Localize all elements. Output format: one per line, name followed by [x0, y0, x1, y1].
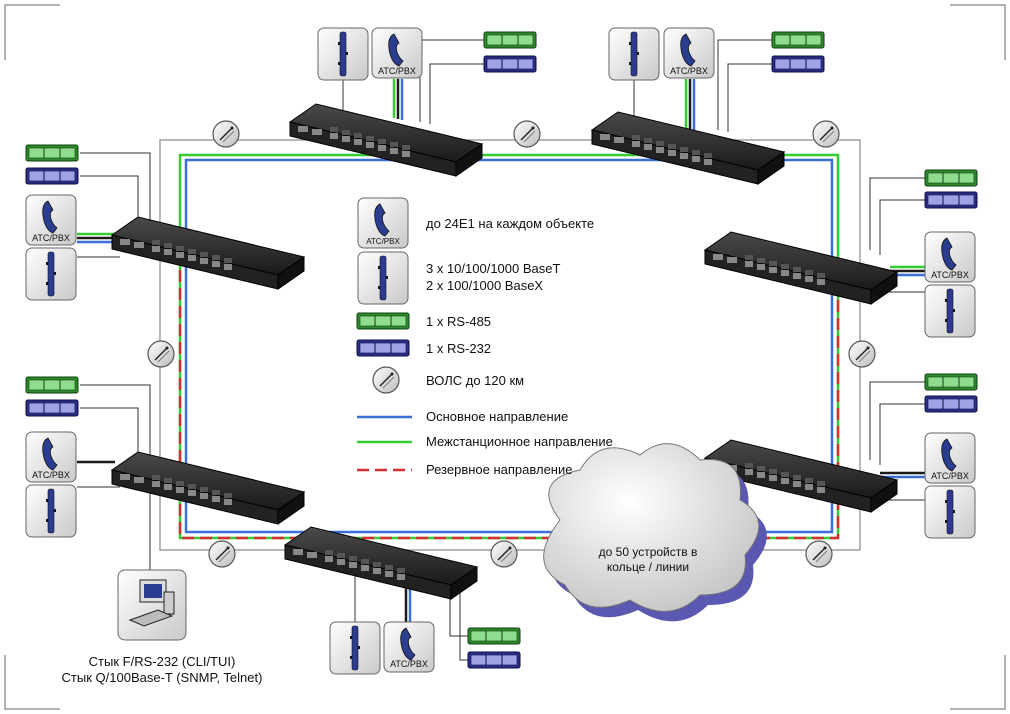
cloud-label-line1: до 50 устройств в [599, 545, 698, 559]
peripherals-right-lower: АТС/PBX [924, 373, 978, 539]
legend-main: Основное направление [426, 409, 568, 424]
fiber-spool-icon [513, 120, 541, 148]
ethernet-port-icon [924, 485, 976, 539]
fiber-spool-icon [372, 366, 400, 394]
switches [111, 103, 898, 600]
rs232-port-icon [924, 191, 978, 209]
fiber-spool-icon [212, 120, 240, 148]
cloud: до 50 устройств в кольце / линии [543, 443, 767, 622]
pbx-label: АТС/PBX [670, 66, 708, 76]
cloud-label-line2: кольце / линии [607, 560, 689, 574]
ring-main-direction [184, 158, 834, 534]
rs485-port-icon [483, 31, 537, 49]
rs485-port-icon [356, 312, 410, 330]
fiber-spool-icon [805, 540, 833, 568]
legend: АТС/PBX до 24E1 на каждом объекте 3 х 10… [356, 197, 613, 477]
management-line1: Стык F/RS-232 (CLI/TUI) [89, 654, 236, 669]
pbx-label: АТС/PBX [378, 66, 416, 76]
network-switch [111, 451, 305, 525]
rs232-port-icon [924, 395, 978, 413]
ethernet-port-icon [608, 27, 660, 81]
rs232-port-icon [25, 399, 79, 417]
pbx-label: АТС/PBX [366, 237, 400, 246]
ring-reserve-direction [178, 270, 840, 540]
network-switch [591, 111, 785, 185]
legend-eth-line1: 3 х 10/100/1000 BaseT [426, 261, 560, 276]
fiber-spool-icon [812, 120, 840, 148]
pbx-label: АТС/PBX [931, 471, 969, 481]
network-switch [289, 103, 483, 177]
fiber-spool-icon [490, 540, 518, 568]
peripherals-left-upper: АТС/PBX [25, 144, 79, 301]
rs485-port-icon [25, 144, 79, 162]
fiber-spool-icon [147, 340, 175, 368]
rs485-port-icon [924, 373, 978, 391]
ethernet-port-icon [25, 247, 77, 301]
legend-rs232: 1 х RS-232 [426, 341, 491, 356]
legend-rs485: 1 х RS-485 [426, 314, 491, 329]
ethernet-port-icon [317, 27, 369, 81]
rs485-port-icon [467, 627, 521, 645]
peripheral-links [77, 39, 925, 661]
pbx-label: АТС/PBX [32, 470, 70, 480]
peripherals-right-upper: АТС/PBX [924, 169, 978, 338]
rs232-port-icon [771, 55, 825, 73]
rs485-port-icon [25, 376, 79, 394]
legend-pbx: до 24E1 на каждом объекте [426, 216, 594, 231]
rs232-port-icon [25, 167, 79, 185]
frame-corners [4, 4, 1006, 710]
pbx-label: АТС/PBX [32, 233, 70, 243]
legend-eth-line2: 2 х 100/1000 BaseX [426, 278, 543, 293]
ethernet-port-icon [924, 284, 976, 338]
peripherals-top-left: АТС/PBX [317, 27, 537, 81]
ethernet-port-icon [25, 484, 77, 538]
ethernet-port-icon [357, 251, 409, 305]
rs232-port-icon [467, 651, 521, 669]
pbx-label: АТС/PBX [931, 270, 969, 280]
peripherals-top-right: АТС/PBX [608, 27, 825, 81]
peripherals-left-lower: АТС/PBX [25, 376, 79, 538]
fiber-spool-icon [848, 340, 876, 368]
legend-reserve: Резервное направление [426, 462, 572, 477]
rs485-port-icon [924, 169, 978, 187]
network-switch [704, 231, 898, 305]
rs485-port-icon [771, 31, 825, 49]
rs232-port-icon [483, 55, 537, 73]
fiber-spool-icon [208, 540, 236, 568]
network-switch [111, 216, 305, 290]
management-line2: Стык Q/100Base-T (SNMP, Telnet) [62, 670, 263, 685]
computer-icon [128, 579, 175, 627]
rs232-port-icon [356, 339, 410, 357]
management-station: Стык F/RS-232 (CLI/TUI) Стык Q/100Base-T… [62, 569, 263, 685]
legend-fiber: ВОЛС до 120 км [426, 373, 524, 388]
legend-inter: Межстанционное направление [426, 434, 613, 449]
pbx-label: АТС/PBX [390, 659, 428, 669]
peripherals-bottom: АТС/PBX [329, 621, 521, 675]
ethernet-port-icon [329, 621, 381, 675]
